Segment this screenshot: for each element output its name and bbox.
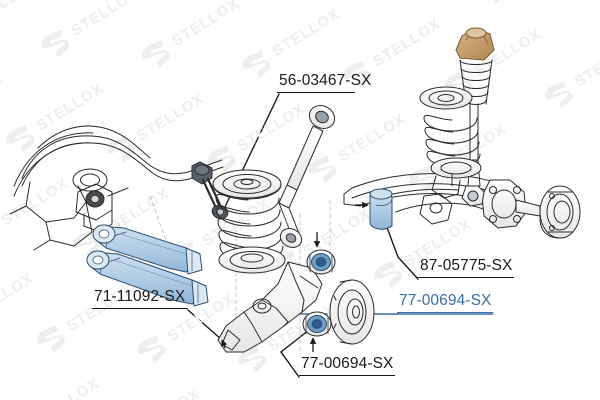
- lateral-control-arm-lower: [86, 250, 209, 307]
- coil-spring: [212, 169, 286, 274]
- trailing-arm: [343, 173, 541, 229]
- lateral-control-arm-upper: [92, 224, 203, 275]
- shock-absorber: [278, 105, 336, 248]
- callout-underline-77-00694-SX-selected: [397, 312, 493, 313]
- rear-coil-spring: [419, 86, 482, 187]
- suspension-bushing-upper: [306, 249, 336, 275]
- arrow-knuckle-bushing: [221, 339, 228, 349]
- steering-knuckle: [217, 261, 323, 353]
- stabilizer-link: [191, 161, 229, 220]
- callout-label-77-00694-SX-bottom[interactable]: 77-00694-SX: [301, 355, 394, 372]
- stabilizer-bar-and-subframe: [9, 125, 224, 251]
- callout-label-56-03467-SX[interactable]: 56-03467-SX: [279, 72, 372, 89]
- callout-underline-87-05775-SX: [418, 277, 514, 278]
- suspension-bushing-lower: [302, 311, 332, 337]
- wheel-bearing-hub: [539, 185, 581, 239]
- callout-underline-77-00694-SX-bottom: [299, 375, 395, 376]
- callout-label-77-00694-SX-selected[interactable]: 77-00694-SX: [399, 292, 492, 309]
- callout-label-71-11092-SX[interactable]: 71-11092-SX: [94, 288, 186, 305]
- callout-label-87-05775-SX[interactable]: 87-05775-SX: [420, 257, 513, 274]
- callout-underline-56-03467-SX: [277, 92, 355, 93]
- strut-assembly: [455, 27, 495, 207]
- brake-disc: [329, 279, 375, 345]
- callout-underline-71-11092-SX: [92, 308, 188, 309]
- trailing-arm-bushing: [369, 188, 393, 230]
